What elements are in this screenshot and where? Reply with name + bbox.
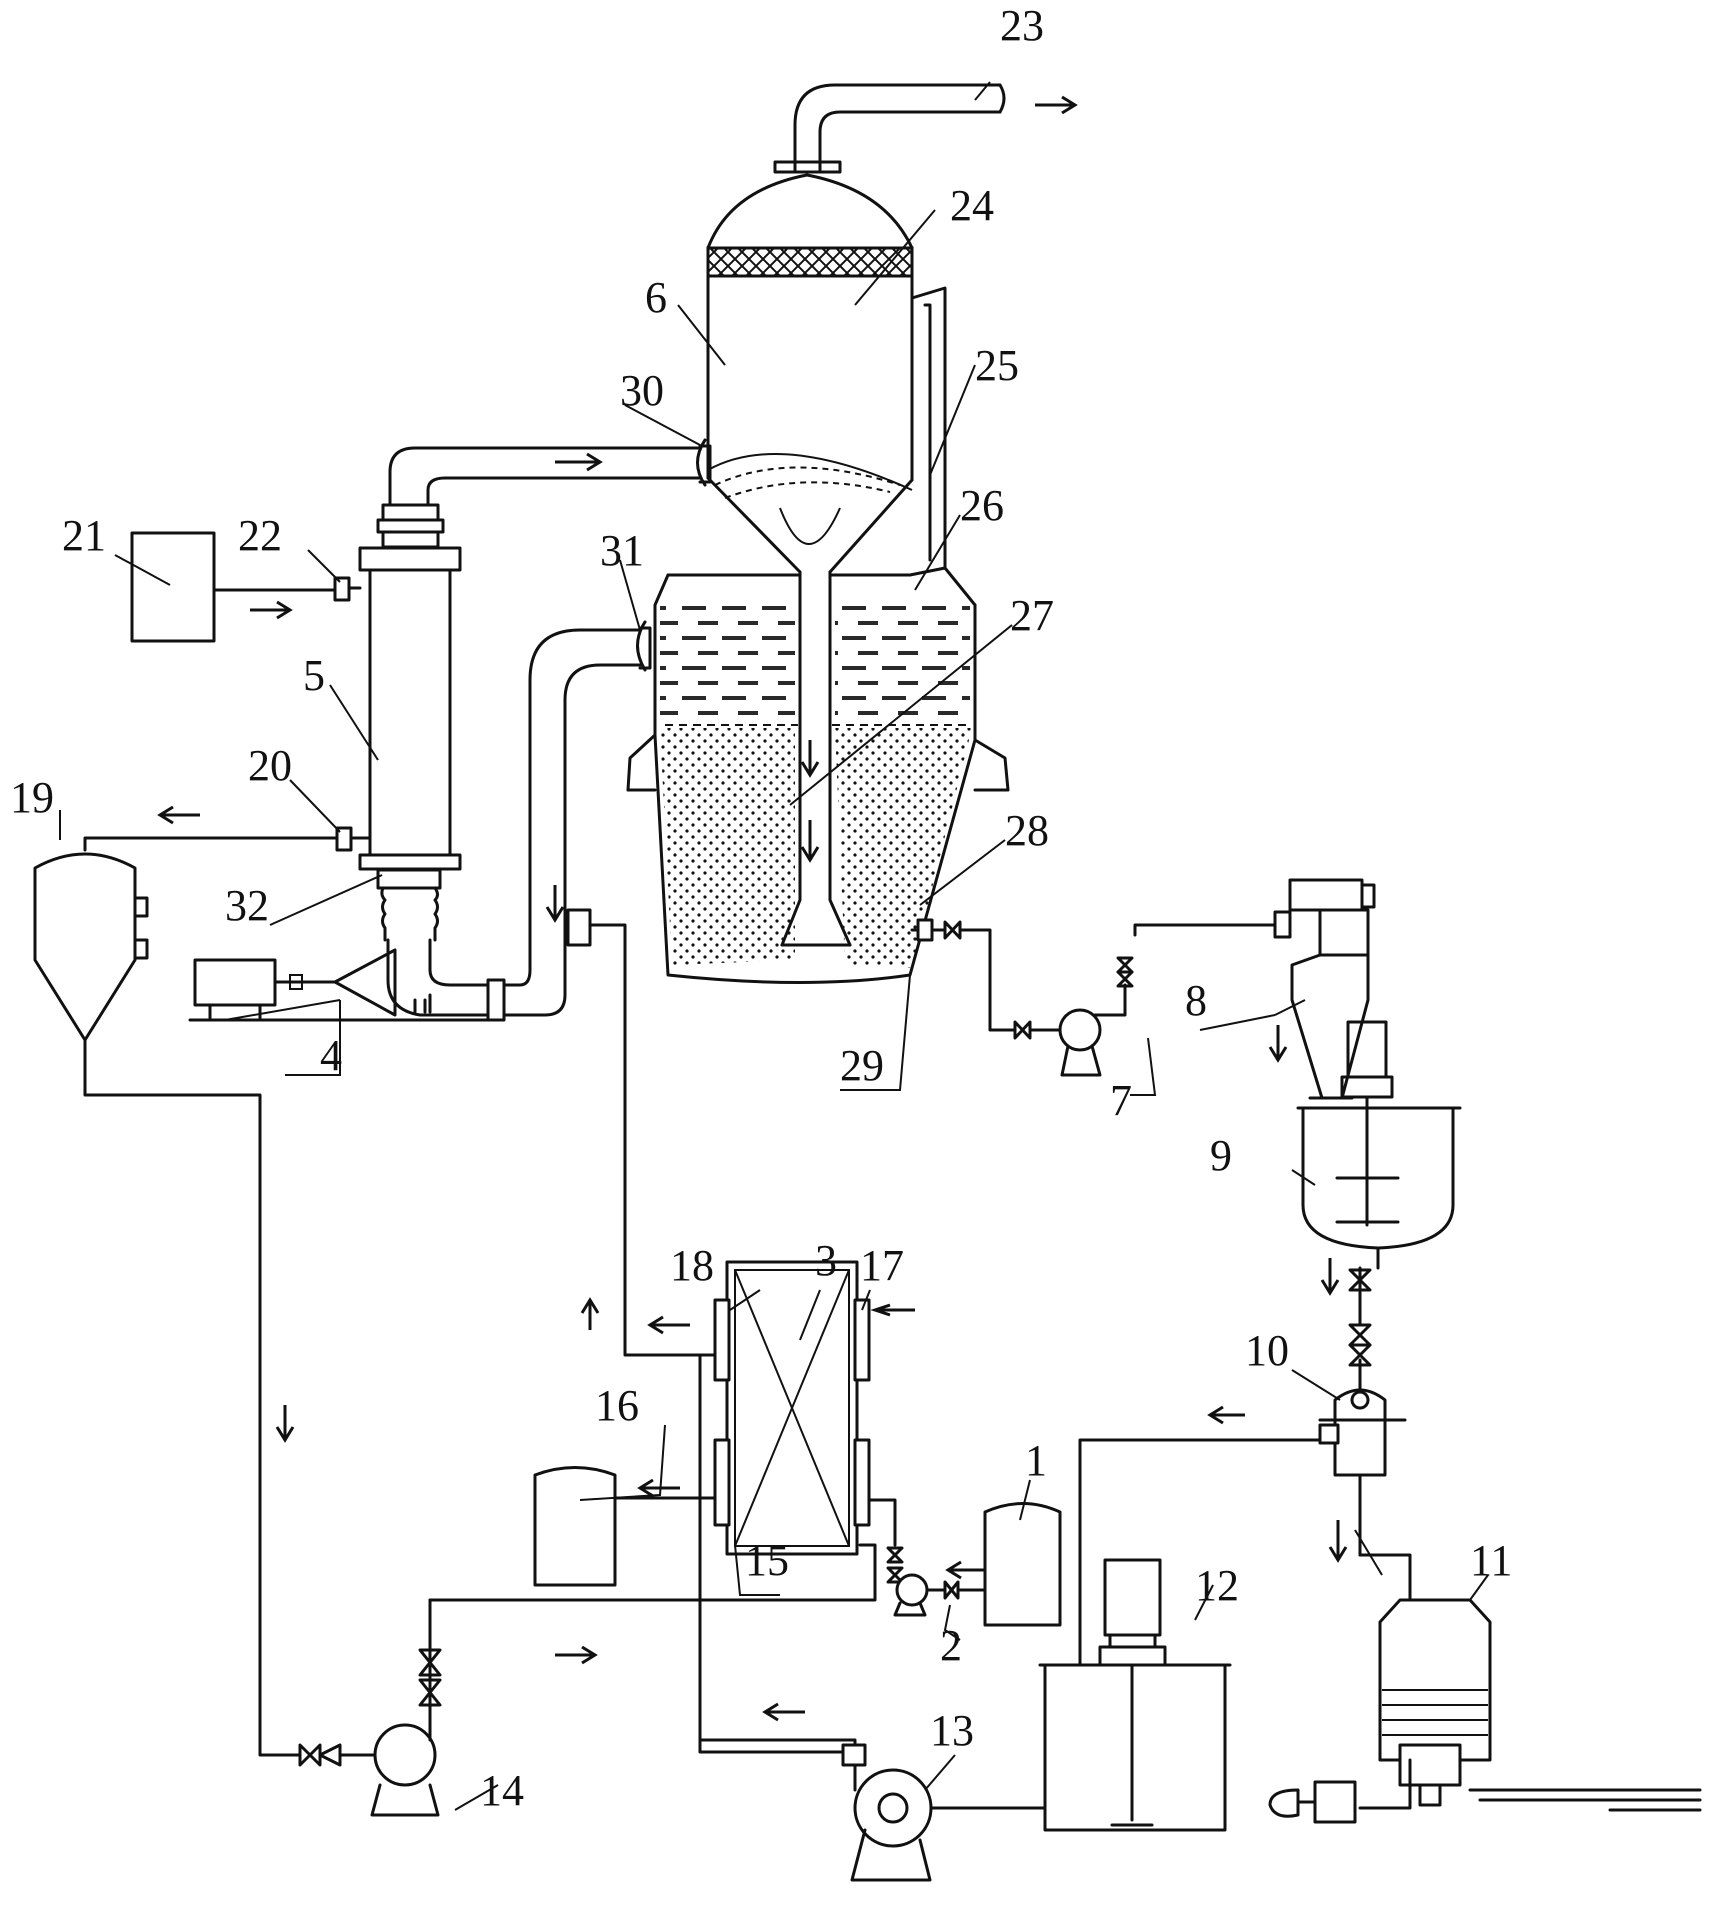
label-28: 28 (1005, 806, 1049, 855)
feed-pump (867, 1498, 987, 1617)
label-24: 24 (950, 181, 994, 230)
leader-lines (59, 81, 1489, 1811)
label-14: 14 (480, 1766, 524, 1815)
discharge-pump (910, 918, 1134, 1077)
label-11: 11 (1470, 1536, 1512, 1585)
label-21: 21 (62, 511, 106, 560)
label-32: 32 (225, 881, 269, 930)
label-3: 3 (815, 1236, 837, 1285)
cooling-crystallizer (713, 1260, 871, 1556)
label-2: 2 (940, 1621, 962, 1670)
steam-source-tank (130, 531, 362, 643)
label-6: 6 (645, 273, 667, 322)
label-1: 1 (1025, 1436, 1047, 1485)
lower-connection (376, 868, 492, 1017)
label-31: 31 (600, 526, 644, 575)
transfer-pump (298, 1543, 877, 1817)
exhaust-pipe (773, 83, 1006, 174)
cyclone-separator (1133, 878, 1376, 1100)
heat-exchanger (358, 438, 712, 871)
label-27: 27 (1010, 591, 1054, 640)
raw-material-tank (983, 1502, 1062, 1627)
label-16: 16 (595, 1381, 639, 1430)
label-23: 23 (1000, 1, 1044, 50)
feed-pipe-up (486, 620, 652, 1022)
slurry-pump (698, 1702, 1047, 1882)
label-19: 19 (10, 773, 54, 822)
label-8: 8 (1185, 976, 1207, 1025)
label-30: 30 (620, 366, 664, 415)
label-29: 29 (840, 1041, 884, 1090)
label-7: 7 (1110, 1076, 1132, 1125)
flow-arrow (555, 452, 603, 472)
number-labels: 23 24 6 25 30 26 27 31 28 29 21 22 5 20 … (10, 1, 1512, 1815)
crystallizer-body (626, 566, 1010, 984)
label-18: 18 (670, 1241, 714, 1290)
separator-vessel (706, 173, 914, 574)
circulation-pump (188, 948, 492, 1022)
condensate-line (83, 805, 372, 852)
agitated-tank (1296, 1020, 1462, 1270)
return-leg-pipe (908, 286, 947, 577)
label-25: 25 (975, 341, 1019, 390)
pipe-tee (566, 908, 702, 1357)
label-20: 20 (248, 741, 292, 790)
dryer (1268, 1553, 1702, 1824)
mother-liquor-tank (533, 1466, 717, 1587)
label-10: 10 (1245, 1326, 1289, 1375)
label-22: 22 (238, 511, 282, 560)
label-4: 4 (320, 1031, 342, 1080)
label-26: 26 (960, 481, 1004, 530)
flow-arrow (1035, 95, 1078, 115)
mixing-tank (1038, 1405, 1332, 1832)
label-9: 9 (1210, 1131, 1232, 1180)
label-5: 5 (303, 651, 325, 700)
condensate-tank (33, 852, 302, 1757)
label-13: 13 (930, 1706, 974, 1755)
label-12: 12 (1195, 1561, 1239, 1610)
label-15: 15 (745, 1536, 789, 1585)
centrifuge (1318, 1258, 1407, 1563)
label-17: 17 (860, 1241, 904, 1290)
